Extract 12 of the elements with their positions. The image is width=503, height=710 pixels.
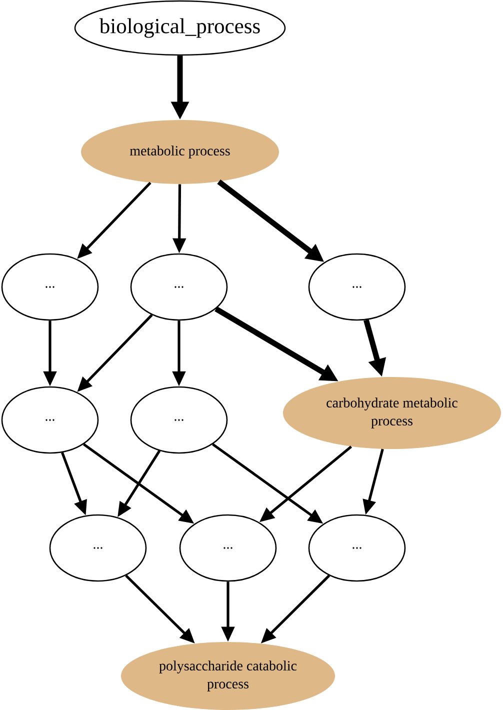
ellipse-node: ... — [49, 514, 147, 582]
ellipse-node: ... — [1, 253, 99, 321]
ellipse-node: ... — [130, 253, 228, 321]
ellipse-node: polysaccharide catabolic process — [121, 642, 335, 710]
ellipse-node: biological_process — [74, 0, 286, 56]
ellipse-node: ... — [179, 514, 277, 582]
ellipse-node: ... — [1, 386, 99, 454]
ellipse-node: ... — [308, 253, 406, 321]
ellipse-node: metabolic process — [81, 120, 279, 184]
ellipse-node: carbohydrate metabolic process — [283, 377, 501, 449]
ellipse-node: ... — [308, 514, 406, 582]
ellipse-node: ... — [130, 386, 228, 454]
